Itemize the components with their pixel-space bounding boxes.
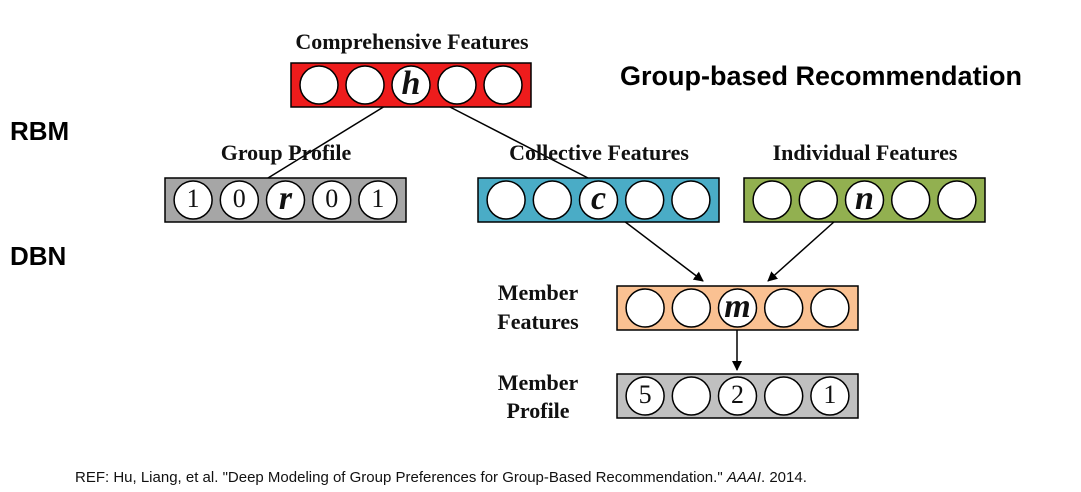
arrow-collective-to-member: [623, 220, 704, 282]
neuron-unit: [437, 65, 477, 105]
edge-h-to-collective: [447, 105, 589, 179]
arrow-individual-to-member: [767, 220, 836, 282]
neuron-variable: m: [724, 288, 750, 325]
neuron-unit: [810, 288, 850, 328]
neuron-unit: [532, 180, 573, 220]
member-features-layer: m: [616, 285, 859, 331]
member-features-label-line1: Member: [498, 280, 579, 305]
individual-features-label: Individual Features: [773, 140, 958, 165]
collective-features-label: Collective Features: [509, 140, 689, 165]
neuron-unit: [483, 65, 523, 105]
neuron-unit: [345, 65, 385, 105]
rbm-label: RBM: [10, 116, 69, 146]
neuron-value: 5: [639, 380, 652, 409]
edge-h-to-group-profile: [267, 105, 386, 179]
neuron-value: 2: [731, 380, 744, 409]
individual-features-layer: n: [743, 177, 986, 223]
neuron-unit: [763, 288, 804, 328]
neuron-unit: [173, 180, 213, 220]
neuron-unit: [624, 180, 665, 220]
member-profile-label-line1: Member: [498, 370, 579, 395]
neuron-unit: [486, 180, 526, 220]
neuron-unit: [265, 180, 306, 220]
neuron-value: 1: [823, 380, 836, 409]
neuron-unit: [752, 180, 792, 220]
reference-suffix: . 2014.: [761, 469, 807, 486]
comprehensive-features-label: Comprehensive Features: [295, 29, 529, 54]
neuron-unit: [625, 376, 665, 416]
neuron-unit: [810, 376, 850, 416]
neuron-unit: [391, 65, 431, 105]
neuron-variable: n: [855, 180, 874, 217]
comprehensive-features-layer: h: [290, 62, 532, 108]
neuron-variable: h: [402, 65, 421, 102]
reference-venue: AAAI: [726, 469, 761, 486]
neuron-unit: [299, 65, 339, 105]
neuron-unit: [890, 180, 931, 220]
neuron-unit: [671, 180, 711, 220]
neuron-variable: c: [591, 180, 606, 217]
reference-prefix: REF: Hu, Liang, et al. "Deep Modeling of…: [75, 469, 727, 486]
neuron-unit: [671, 288, 712, 328]
neuron-unit: [844, 180, 885, 220]
member-features-label-line2: Features: [497, 309, 579, 334]
neuron-unit: [311, 180, 352, 220]
dbn-label: DBN: [10, 241, 66, 271]
group-profile-layer: 1 0 r 0 1: [164, 177, 407, 223]
member-profile-label-line2: Profile: [506, 398, 569, 423]
member-profile-layer: 5 2 1: [616, 373, 859, 419]
collective-features-layer: c: [477, 177, 720, 223]
neuron-unit: [717, 376, 758, 416]
neuron-unit: [937, 180, 977, 220]
neuron-unit: [358, 180, 398, 220]
neuron-unit: [763, 376, 804, 416]
neuron-unit: [671, 376, 712, 416]
neuron-unit: [717, 288, 758, 328]
neuron-value: 0: [325, 184, 338, 213]
neuron-unit: [798, 180, 839, 220]
neuron-unit: [625, 288, 665, 328]
neuron-variable: r: [279, 180, 293, 217]
neuron-value: 1: [371, 184, 384, 213]
neuron-unit: [578, 180, 619, 220]
reference-text: REF: Hu, Liang, et al. "Deep Modeling of…: [75, 469, 807, 486]
diagram-title: Group-based Recommendation: [620, 61, 1022, 91]
neuron-value: 0: [233, 184, 246, 213]
group-profile-label: Group Profile: [221, 140, 352, 165]
neuron-unit: [219, 180, 260, 220]
neuron-value: 1: [187, 184, 200, 213]
